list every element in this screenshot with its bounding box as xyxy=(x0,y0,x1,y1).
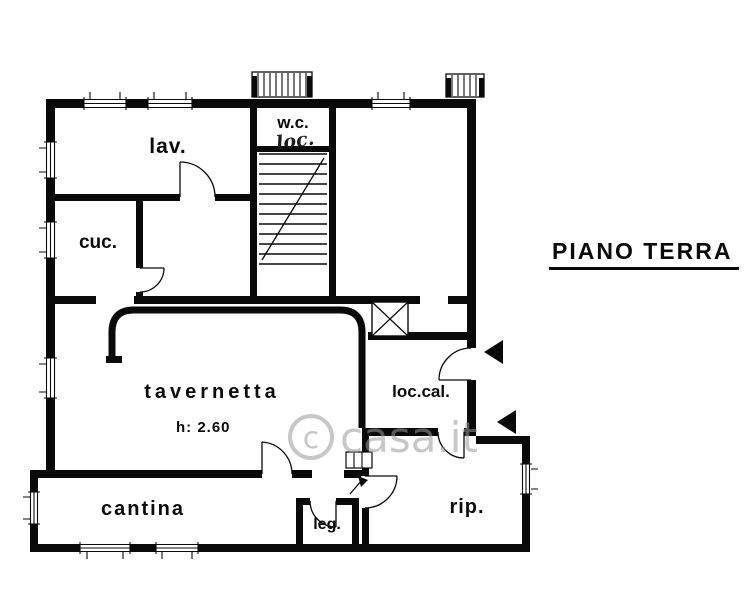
room-label-tavernetta: tavernetta xyxy=(144,381,280,403)
door xyxy=(437,431,465,459)
window xyxy=(39,221,57,259)
room-label-loc-cal: loc.cal. xyxy=(392,382,450,401)
room-label-cuc: cuc. xyxy=(79,232,117,253)
entrance-marker-icons xyxy=(484,340,516,434)
handwritten-annotation: loc. xyxy=(275,128,316,155)
room-label-wc: w.c. xyxy=(276,113,309,132)
door-swings xyxy=(139,161,472,528)
watermark: c casa.it xyxy=(288,413,478,462)
window xyxy=(155,542,199,559)
flue-box xyxy=(371,301,409,337)
door xyxy=(261,441,293,475)
room-label-rip: rip. xyxy=(449,496,484,518)
door xyxy=(139,267,165,293)
window xyxy=(147,92,193,110)
staircase xyxy=(259,153,327,265)
watermark-logo-icon xyxy=(288,414,334,460)
window xyxy=(520,463,538,495)
door xyxy=(364,475,398,509)
window xyxy=(39,357,57,399)
walls xyxy=(30,99,530,552)
window xyxy=(371,92,411,110)
entrance-arrow-icon xyxy=(497,410,516,434)
window xyxy=(83,92,127,110)
room-height-note: h: 2.60 xyxy=(176,419,231,436)
window xyxy=(79,542,131,559)
title-underline xyxy=(549,267,739,270)
door xyxy=(179,161,216,198)
window xyxy=(39,141,57,179)
door xyxy=(438,347,472,381)
room-labels: lav. w.c. loc. cuc. tavernetta h: 2.60 l… xyxy=(79,113,484,533)
wall-openings xyxy=(96,193,477,508)
room-label-lav: lav. xyxy=(149,135,186,158)
step-element xyxy=(345,451,373,495)
hatched-box-top xyxy=(251,71,313,98)
windows xyxy=(23,92,538,559)
room-label-cantina: cantina xyxy=(101,498,185,520)
entrance-arrow-icon xyxy=(484,340,503,364)
plan-title: PIANO TERRA xyxy=(552,238,732,264)
watermark-logo-letter: c xyxy=(303,421,320,456)
tavernetta-inner-wall xyxy=(108,306,366,428)
plan-title-group: PIANO TERRA xyxy=(549,238,739,270)
hatched-box-top-right xyxy=(445,73,485,98)
room-label-leg: leg. xyxy=(313,516,341,533)
door xyxy=(309,500,337,528)
window xyxy=(23,491,40,525)
watermark-text: casa.it xyxy=(340,413,478,462)
